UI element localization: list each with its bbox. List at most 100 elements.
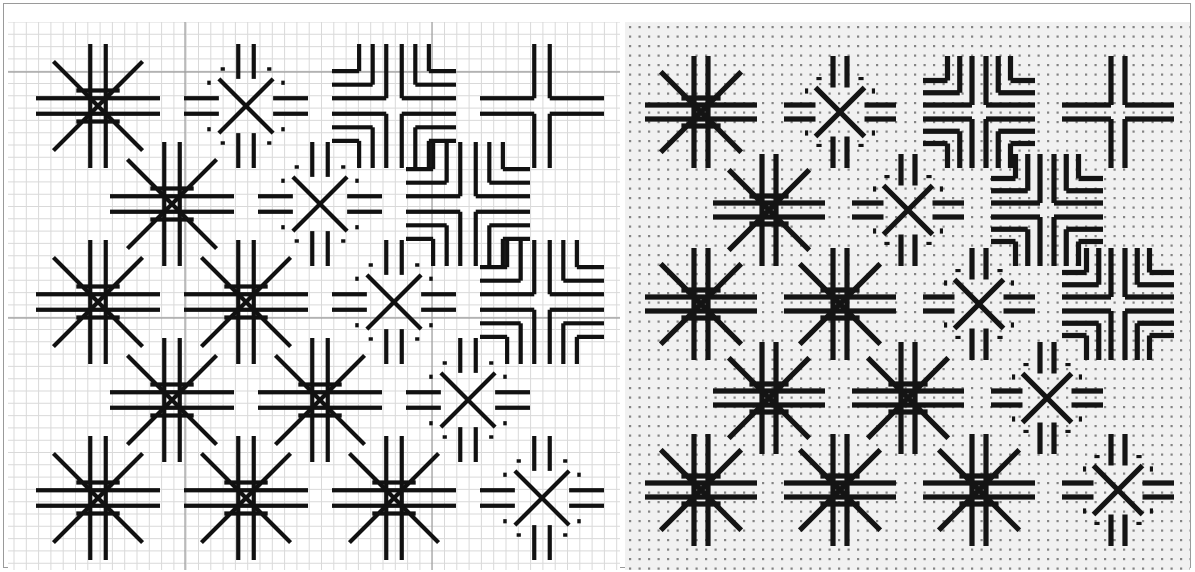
fabric-hole	[1104, 530, 1106, 532]
fabric-hole	[1180, 74, 1182, 76]
fabric-hole	[1190, 140, 1191, 142]
fabric-hole	[724, 292, 726, 294]
fabric-hole	[971, 178, 973, 180]
fabric-hole	[629, 340, 631, 342]
fabric-hole	[1000, 492, 1002, 494]
fabric-hole	[1095, 64, 1097, 66]
fabric-hole	[1180, 568, 1182, 570]
fabric-hole	[781, 359, 783, 361]
fabric-hole	[838, 435, 840, 437]
fabric-hole	[990, 511, 992, 513]
fabric-hole	[857, 64, 859, 66]
fabric-hole	[753, 178, 755, 180]
fabric-hole	[1133, 330, 1135, 332]
fabric-hole	[705, 169, 707, 171]
fabric-hole	[905, 539, 907, 541]
fabric-hole	[1190, 406, 1191, 408]
fabric-hole	[677, 454, 679, 456]
fabric-hole	[1114, 311, 1116, 313]
fabric-hole	[1190, 492, 1191, 494]
fabric-hole	[686, 197, 688, 199]
fabric-hole	[971, 558, 973, 560]
fabric-hole	[914, 558, 916, 560]
fabric-hole	[648, 501, 650, 503]
fabric-hole	[677, 425, 679, 427]
fabric-hole	[895, 235, 897, 237]
fabric-hole	[1047, 235, 1049, 237]
fabric-hole	[743, 36, 745, 38]
fabric-hole	[753, 568, 755, 570]
fabric-hole	[1076, 492, 1078, 494]
fabric-hole	[667, 264, 669, 266]
fabric-hole	[772, 292, 774, 294]
fabric-hole	[1171, 188, 1173, 190]
fabric-hole	[905, 140, 907, 142]
fabric-hole	[791, 359, 793, 361]
fabric-hole	[686, 359, 688, 361]
fabric-hole	[933, 36, 935, 38]
fabric-hole	[1047, 197, 1049, 199]
fabric-hole	[1028, 74, 1030, 76]
fabric-hole	[876, 93, 878, 95]
fabric-hole	[943, 45, 945, 47]
fabric-hole	[1133, 55, 1135, 57]
fabric-hole	[848, 245, 850, 247]
fabric-hole	[753, 93, 755, 95]
fabric-hole	[648, 520, 650, 522]
fabric-hole	[867, 45, 869, 47]
fabric-hole	[800, 558, 802, 560]
fabric-hole	[1142, 558, 1144, 560]
fabric-hole	[724, 207, 726, 209]
fabric-hole	[819, 549, 821, 551]
fabric-hole	[1133, 558, 1135, 560]
fabric-hole	[933, 292, 935, 294]
fabric-hole	[933, 245, 935, 247]
fabric-hole	[800, 283, 802, 285]
fabric-hole	[791, 169, 793, 171]
fabric-hole	[686, 264, 688, 266]
fabric-hole	[943, 235, 945, 237]
fabric-hole	[1133, 511, 1135, 513]
fabric-hole	[810, 321, 812, 323]
fabric-hole	[639, 83, 641, 85]
fabric-hole	[1019, 501, 1021, 503]
fabric-hole	[1180, 235, 1182, 237]
fabric-hole	[715, 539, 717, 541]
fabric-hole	[1047, 64, 1049, 66]
fabric-hole	[924, 435, 926, 437]
fabric-hole	[981, 273, 983, 275]
fabric-hole	[648, 273, 650, 275]
fabric-hole	[1133, 292, 1135, 294]
fabric-hole	[1028, 330, 1030, 332]
fabric-hole	[686, 55, 688, 57]
fabric-hole	[981, 121, 983, 123]
fabric-hole	[791, 539, 793, 541]
fabric-hole	[705, 178, 707, 180]
fabric-hole	[1066, 150, 1068, 152]
fabric-hole	[943, 112, 945, 114]
fabric-hole	[629, 359, 631, 361]
fabric-hole	[981, 330, 983, 332]
fabric-hole	[1019, 378, 1021, 380]
fabric-hole	[648, 406, 650, 408]
fabric-hole	[1114, 188, 1116, 190]
fabric-hole	[876, 568, 878, 570]
fabric-hole	[1133, 93, 1135, 95]
fabric-hole	[800, 131, 802, 133]
fabric-hole	[933, 558, 935, 560]
fabric-hole	[857, 150, 859, 152]
fabric-hole	[829, 359, 831, 361]
fabric-hole	[1019, 254, 1021, 256]
fabric-hole	[829, 45, 831, 47]
fabric-hole	[734, 549, 736, 551]
fabric-hole	[962, 397, 964, 399]
fabric-hole	[829, 197, 831, 199]
fabric-hole	[667, 321, 669, 323]
fabric-hole	[876, 378, 878, 380]
fabric-hole	[753, 425, 755, 427]
fabric-hole	[1066, 492, 1068, 494]
fabric-hole	[648, 340, 650, 342]
fabric-hole	[1123, 416, 1125, 418]
fabric-hole	[1161, 492, 1163, 494]
fabric-hole	[886, 302, 888, 304]
